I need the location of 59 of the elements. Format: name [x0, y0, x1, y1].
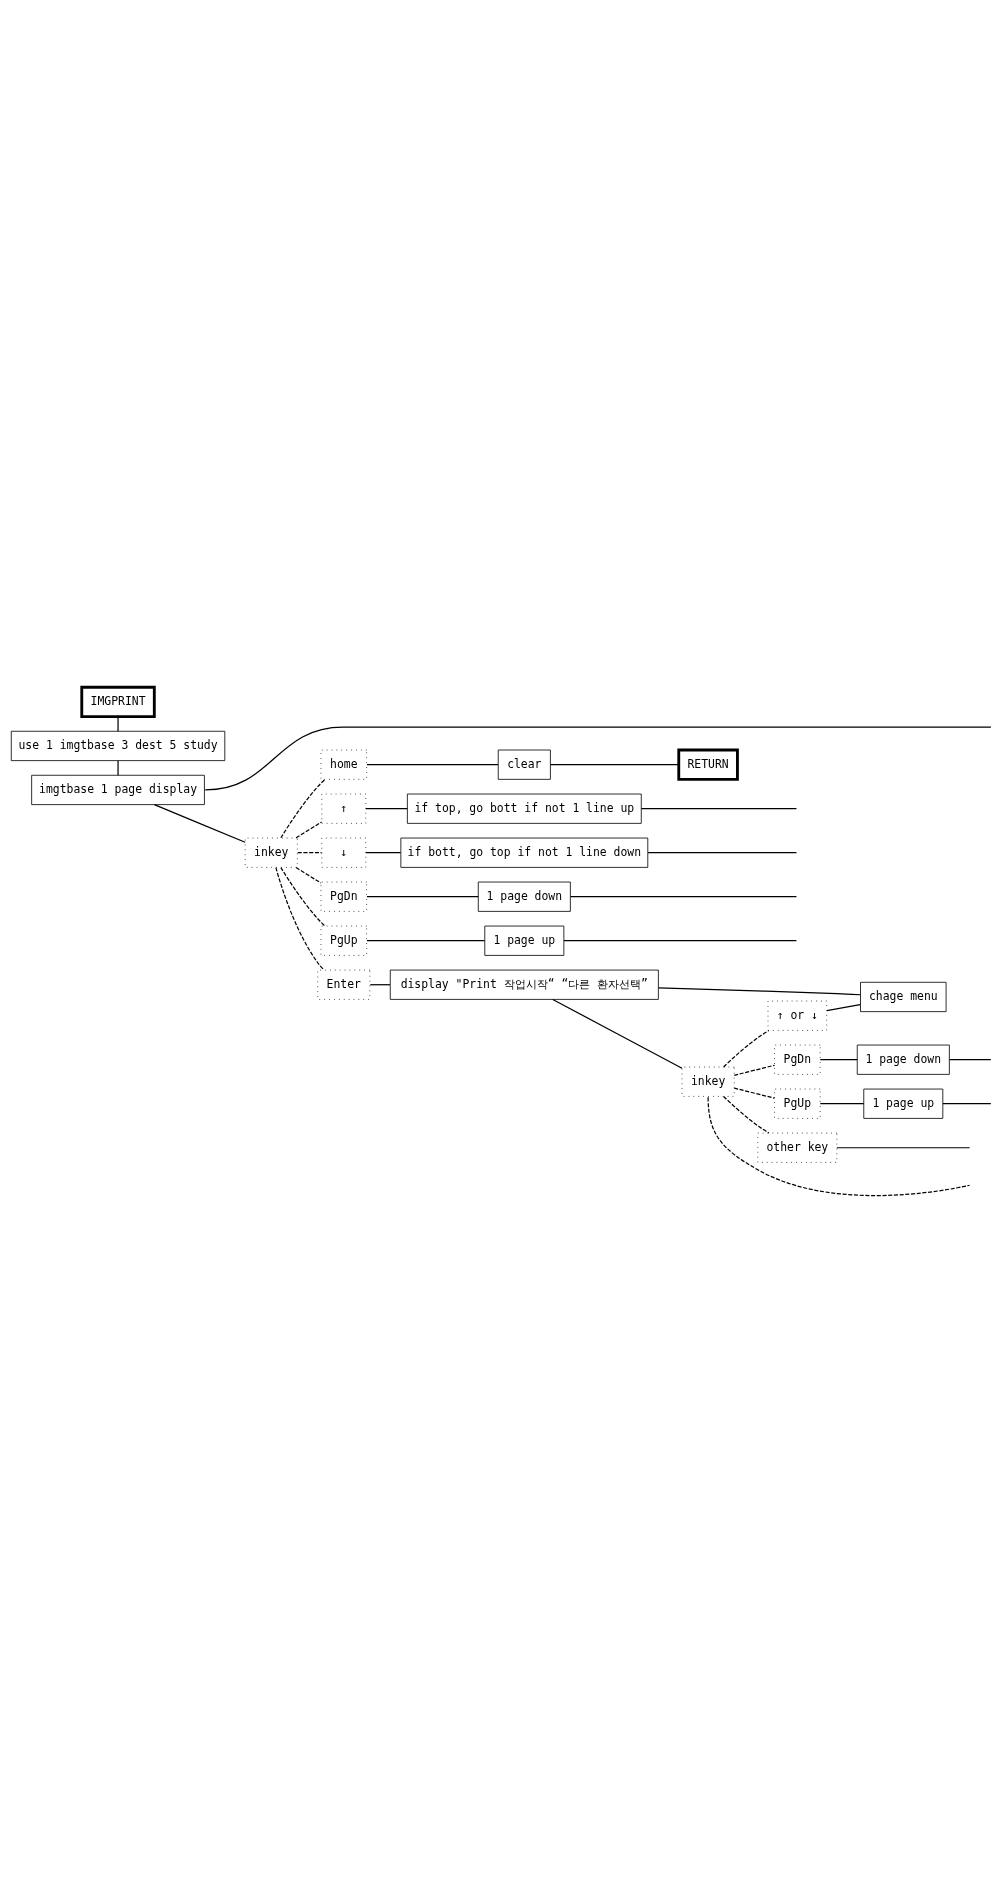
connector — [552, 998, 683, 1069]
node-box: if bott, go top if not 1 line down — [400, 837, 649, 868]
node-box: IMGPRINT — [80, 685, 156, 719]
node-box: other key — [757, 1132, 838, 1163]
connector — [826, 1003, 861, 1012]
connector — [819, 1103, 865, 1105]
node-box: inkey — [681, 1066, 735, 1097]
node-box: chage menu — [860, 981, 947, 1013]
connector — [295, 821, 323, 839]
node-box: ↑ — [321, 793, 367, 824]
connector — [647, 852, 798, 854]
node-box: ↑ or ↓ — [767, 1000, 828, 1031]
node-box: PgUp — [320, 925, 368, 956]
node-box: 1 page down — [477, 881, 571, 912]
connector — [707, 1096, 971, 1197]
connector — [369, 984, 391, 986]
node-box: Enter — [317, 969, 371, 1000]
connector — [658, 987, 862, 996]
node-box: PgDn — [320, 881, 368, 912]
connector — [365, 852, 402, 854]
connector — [275, 867, 325, 971]
node-box: PgDn — [774, 1044, 821, 1075]
node-box: 1 page down — [856, 1044, 950, 1075]
connector — [366, 896, 479, 898]
connector — [836, 1147, 971, 1149]
node-box: ↓ — [321, 837, 367, 868]
connector — [563, 940, 798, 942]
connector — [733, 1087, 776, 1099]
connector — [204, 726, 992, 791]
connector — [942, 1103, 992, 1105]
connector — [366, 764, 499, 766]
connector — [948, 1059, 992, 1061]
connector — [365, 808, 408, 810]
node-box: RETURN — [677, 748, 739, 781]
node-box: home — [320, 749, 368, 780]
node-box: if top, go bott if not 1 line up — [406, 793, 642, 824]
node-box: inkey — [244, 837, 298, 868]
connector — [280, 778, 326, 839]
node-box: 1 page up — [484, 925, 565, 956]
node-box: imgtbase 1 page display — [31, 774, 205, 806]
node-box: clear — [497, 749, 551, 780]
connector — [153, 804, 246, 843]
connector — [640, 808, 798, 810]
node-box: use 1 imgtbase 3 dest 5 study — [10, 730, 226, 761]
node-box: display "Print 작업시작“ “다른 환자선택” — [389, 969, 659, 1000]
connector — [723, 1029, 770, 1068]
connector — [549, 764, 680, 766]
connector — [117, 760, 119, 776]
connector — [297, 852, 323, 854]
connector — [366, 940, 486, 942]
connector — [723, 1095, 770, 1134]
node-box: PgUp — [774, 1088, 821, 1119]
connector — [117, 716, 119, 732]
connector — [819, 1059, 858, 1061]
connector — [733, 1064, 776, 1076]
connector — [295, 867, 322, 884]
connector — [569, 896, 798, 898]
node-box: 1 page up — [863, 1088, 944, 1119]
connector — [280, 867, 326, 927]
